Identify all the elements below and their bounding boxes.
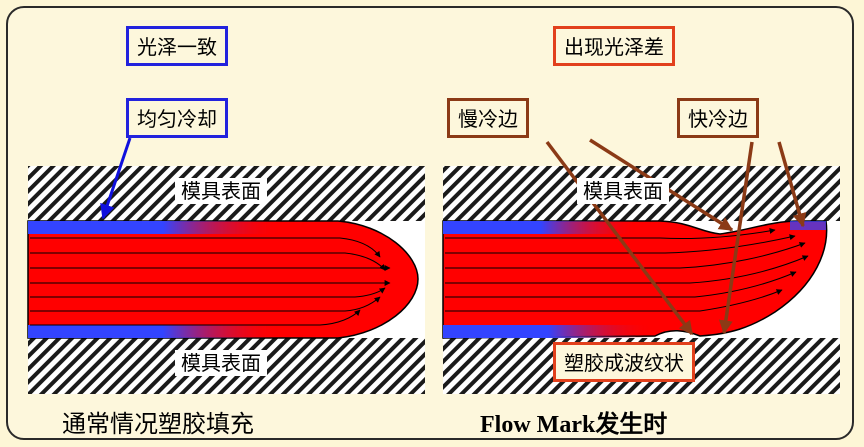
right-bottom-skin-layer bbox=[443, 325, 743, 338]
left-top-skin-layer bbox=[28, 221, 328, 234]
right-flow-lines bbox=[445, 227, 809, 312]
ripple-label: 塑胶成波纹状 bbox=[553, 342, 695, 382]
right-top-skin-layer bbox=[443, 221, 723, 234]
left-bottom-skin-layer bbox=[28, 325, 328, 338]
left-melt-front bbox=[27, 220, 419, 339]
left-bottom-surface-label: 模具表面 bbox=[175, 350, 267, 376]
slow-cooling-label: 慢冷边 bbox=[447, 98, 529, 138]
left-gloss-label: 光泽一致 bbox=[126, 26, 228, 66]
left-flow-lines bbox=[30, 237, 391, 326]
fast-cooling-label: 快冷边 bbox=[677, 98, 759, 138]
right-top-surface-label: 模具表面 bbox=[577, 178, 669, 204]
left-cooling-label: 均匀冷却 bbox=[126, 98, 228, 138]
left-caption: 通常情况塑胶填充 bbox=[62, 410, 254, 438]
left-cooling-pointer bbox=[100, 137, 132, 220]
left-top-surface-label: 模具表面 bbox=[175, 178, 267, 204]
right-caption: Flow Mark发生时 bbox=[480, 412, 668, 438]
right-gloss-label: 出现光泽差 bbox=[553, 26, 675, 66]
right-top-cool-skin bbox=[790, 221, 826, 230]
